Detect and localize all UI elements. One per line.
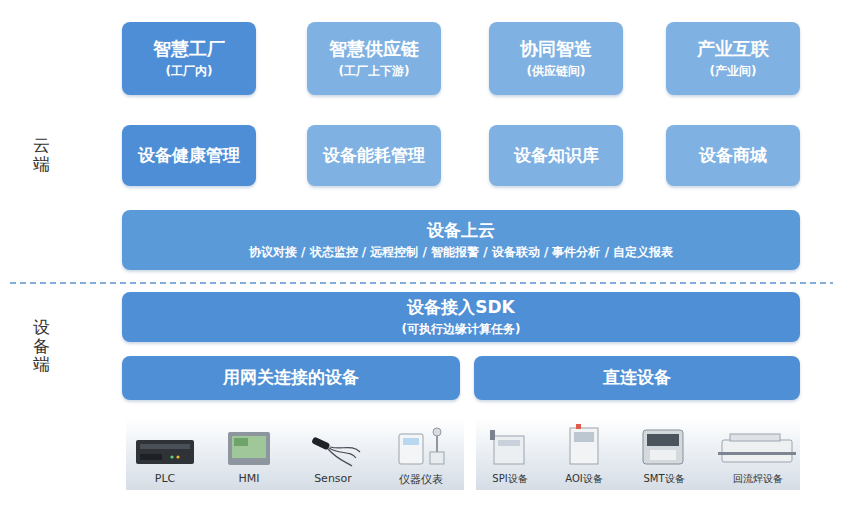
node-title: 直连设备	[603, 367, 671, 388]
layer-band: 直连设备	[474, 356, 800, 400]
node-title: 设备商城	[699, 145, 767, 166]
tier-label: 设备端	[33, 318, 50, 374]
node-subtitle: 协议对接 / 状态监控 / 远程控制 / 智能报警 / 设备联动 / 事件分析 …	[249, 245, 673, 260]
device-label: 仪器仪表	[399, 472, 443, 487]
module-box: 智慧供应链 (工厂上下游)	[307, 22, 441, 95]
node-title: 用网关连接的设备	[223, 367, 359, 388]
node-subtitle: (产业间)	[710, 64, 757, 79]
node-subtitle: (可执行边缘计算任务)	[402, 322, 521, 337]
smt-machine-icon	[643, 430, 683, 464]
tier-label: 云端	[33, 136, 50, 173]
node-title: 智慧工厂	[153, 38, 225, 61]
module-box: 协同智造 (供应链间)	[489, 22, 623, 95]
module-box: 设备商城	[666, 125, 800, 186]
node-title: 协同智造	[520, 38, 592, 61]
device-label: SPI设备	[492, 472, 527, 486]
device-ground	[126, 418, 464, 490]
node-subtitle: (工厂上下游)	[339, 64, 410, 79]
hmi-icon	[228, 432, 270, 465]
module-box: 智慧工厂 (工厂内)	[122, 22, 256, 95]
plc-icon	[136, 440, 194, 464]
sensor-icon	[311, 436, 360, 466]
node-title: 智慧供应链	[329, 38, 419, 61]
device-label: AOI设备	[565, 472, 603, 486]
reflow-oven-icon	[718, 434, 796, 462]
module-box: 设备能耗管理	[307, 125, 441, 186]
layer-band: 设备接入SDK (可执行边缘计算任务)	[122, 292, 800, 342]
spi-machine-icon	[490, 430, 524, 464]
device-label: HMI	[238, 472, 259, 485]
node-title: 设备能耗管理	[323, 145, 425, 166]
device-label: Sensor	[314, 472, 352, 485]
device-label: PLC	[155, 472, 175, 485]
device-label: SMT设备	[643, 472, 684, 486]
layer-band: 设备上云协议对接 / 状态监控 / 远程控制 / 智能报警 / 设备联动 / 事…	[122, 210, 800, 270]
node-subtitle: (供应链间)	[527, 64, 586, 79]
module-box: 设备知识库	[489, 125, 623, 186]
layer-band: 用网关连接的设备	[122, 356, 460, 400]
aoi-machine-icon	[570, 424, 598, 464]
instrument-icon	[399, 428, 444, 464]
device-ground	[476, 418, 800, 490]
divider-line	[10, 282, 833, 284]
node-title: 设备上云	[427, 220, 495, 241]
module-box: 产业互联 (产业间)	[666, 22, 800, 95]
node-title: 设备接入SDK	[407, 297, 515, 318]
module-box: 设备健康管理	[122, 125, 256, 186]
device-label: 回流焊设备	[733, 472, 783, 486]
node-title: 设备知识库	[514, 145, 599, 166]
node-title: 产业互联	[697, 38, 769, 61]
node-title: 设备健康管理	[138, 145, 240, 166]
node-subtitle: (工厂内)	[166, 64, 213, 79]
